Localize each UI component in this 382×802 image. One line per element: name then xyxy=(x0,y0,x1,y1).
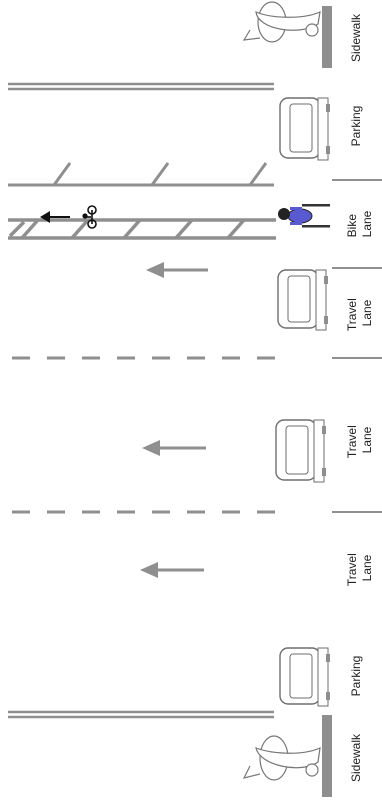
label-bike-lane-line-1: Bike xyxy=(345,214,359,238)
label-travel-lane-2-line-1: Travel xyxy=(345,425,359,458)
label-travel-lane-3: Travel Lane xyxy=(345,550,374,586)
curb-line-bottom xyxy=(8,710,274,719)
car-icon xyxy=(275,419,326,483)
cyclist-icon xyxy=(278,204,330,228)
label-travel-lane-3-line-1: Travel xyxy=(345,553,359,586)
car-icon xyxy=(277,269,328,331)
car-icon xyxy=(279,97,330,161)
bike-lane-buffer-top xyxy=(8,162,274,187)
label-sidewalk-bottom: Sidewalk xyxy=(349,733,363,782)
label-travel-lane-1: Travel Lane xyxy=(345,295,374,331)
bike-lane-buffer-bottom xyxy=(8,218,276,240)
direction-arrow-icon xyxy=(142,440,206,456)
label-sidewalk-top: Sidewalk xyxy=(349,13,363,62)
label-travel-lane-3-line-2: Lane xyxy=(360,554,374,581)
pedestrian-icon xyxy=(242,1,321,43)
label-bike-lane: Bike Lane xyxy=(345,210,374,237)
sidewalk-bottom-curb xyxy=(322,715,332,797)
sidewalk-top-curb xyxy=(322,6,332,68)
curb-line-top xyxy=(8,82,274,91)
bike-direction-arrow-icon xyxy=(40,211,70,223)
direction-arrow-icon xyxy=(140,562,204,578)
label-travel-lane-1-line-2: Lane xyxy=(360,299,374,326)
label-bike-lane-line-2: Lane xyxy=(360,210,374,237)
label-travel-lane-2: Travel Lane xyxy=(345,422,374,458)
pedestrian-icon xyxy=(242,735,321,781)
direction-arrow-icon xyxy=(146,262,208,278)
label-parking-bottom: Parking xyxy=(349,656,363,697)
label-parking-top: Parking xyxy=(349,106,363,147)
lane-divider-ticks xyxy=(332,179,382,513)
label-travel-lane-1-line-1: Travel xyxy=(345,298,359,331)
bike-symbol-icon xyxy=(82,205,97,229)
label-travel-lane-2-line-2: Lane xyxy=(360,426,374,453)
car-icon xyxy=(279,647,330,707)
